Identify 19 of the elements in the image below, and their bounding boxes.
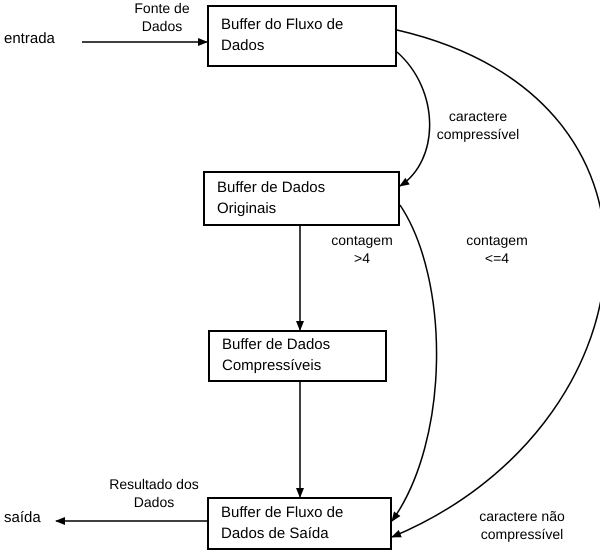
edge-label: contagem >4 [330,232,394,267]
edge-label: Fonte de Dados [133,0,191,35]
process-box: Buffer de Dados Originais [203,171,400,226]
arrow [391,204,438,522]
arrow [391,29,600,538]
process-box: Buffer de Dados Compressíveis [208,330,387,382]
edge-label: contagem <=4 [465,232,529,267]
text-label: entrada [4,30,78,54]
arrow [396,51,430,187]
process-box: Buffer de Fluxo de Dados de Saída [207,497,392,550]
process-box: Buffer do Fluxo de Dados [207,5,397,67]
edge-label: caractere não compressível [478,508,566,543]
arrow [296,226,304,331]
edge-label: Resultado dos Dados [108,476,200,511]
edge-label: caractere compressível [436,108,520,143]
text-label: saída [4,509,52,533]
arrow [55,517,207,525]
arrow [82,38,208,46]
arrow [296,382,304,498]
